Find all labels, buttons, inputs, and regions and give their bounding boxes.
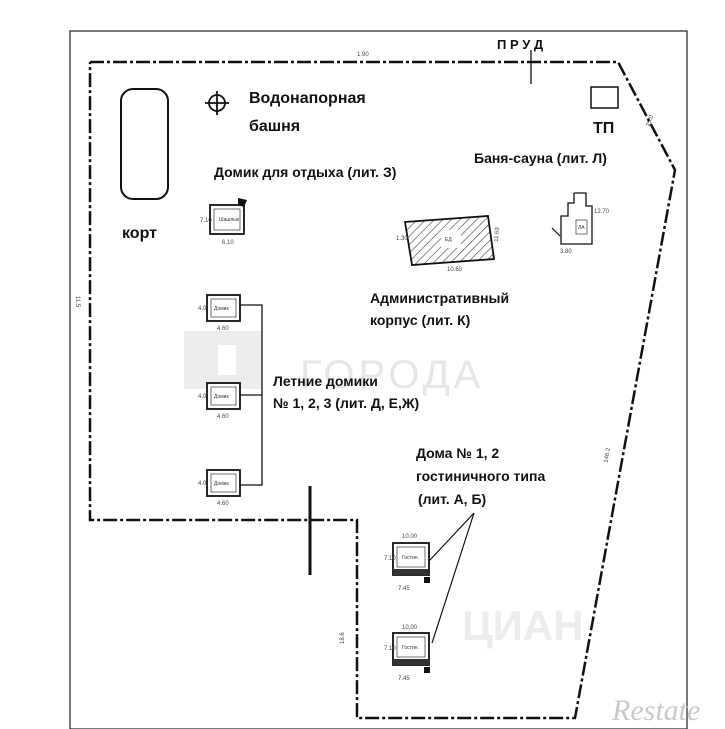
- rest-house-label: Домик для отдыха (лит. З): [214, 164, 396, 180]
- svg-text:Гостин.: Гостин.: [402, 555, 419, 561]
- water-tower-label-line2: башня: [249, 118, 300, 135]
- court-label: корт: [122, 225, 157, 242]
- pond-label: П Р У Д: [497, 37, 544, 52]
- svg-text:4.0: 4.0: [198, 306, 207, 312]
- tp-box: [590, 86, 619, 109]
- svg-text:ЛА: ЛА: [578, 225, 585, 231]
- hotel-label-line2: гостиничного типа: [416, 468, 545, 484]
- tp-label: ТП: [593, 120, 614, 137]
- svg-text:10.60: 10.60: [447, 267, 463, 273]
- svg-text:7.45: 7.45: [398, 676, 410, 682]
- drawing-frame: [69, 30, 688, 729]
- sauna-building: ЛА 3.80 12.70: [551, 192, 610, 255]
- svg-text:Домик: Домик: [214, 481, 229, 487]
- boundary-dim-top: 1.90: [357, 52, 369, 58]
- svg-text:7.10: 7.10: [384, 556, 396, 562]
- svg-text:Домик: Домик: [214, 306, 229, 312]
- boundary-dim-right: 146.2: [604, 447, 613, 463]
- svg-text:4.0: 4.0: [198, 481, 207, 487]
- svg-text:4.60: 4.60: [217, 501, 229, 507]
- hotel-label-line3: (лит. А, Б): [418, 491, 486, 507]
- svg-text:6.10: 6.10: [222, 240, 234, 246]
- rest-house-building: Шашлык 6.10 7.10: [200, 198, 247, 246]
- restate-watermark: Restate: [611, 694, 700, 727]
- site-boundary: [88, 60, 677, 720]
- svg-text:12.70: 12.70: [594, 209, 610, 215]
- boundary-dim-corner: 25.0: [646, 114, 656, 128]
- hotel-pointer-1: [429, 512, 475, 561]
- summer-house-3: Домик 4.60 4.0: [198, 469, 241, 507]
- svg-text:1.30: 1.30: [396, 236, 408, 242]
- summer-houses-label-line1: Летние домики: [273, 373, 378, 389]
- water-tower-label-line1: Водонапорная: [249, 90, 366, 107]
- hotel-pointer-2: [431, 512, 475, 644]
- court-outline: [120, 88, 169, 200]
- sauna-label: Баня-сауна (лит. Л): [474, 150, 607, 166]
- gorod-watermark: ГОРОДА: [184, 331, 484, 397]
- admin-label-line2: корпус (лит. К): [370, 312, 470, 328]
- water-tower-icon: [205, 91, 229, 115]
- cian-watermark: ЦИАН: [462, 602, 584, 649]
- hotel-house-1: Гостин. 10.00 7.45 7.10: [384, 534, 430, 592]
- svg-text:Шашлык: Шашлык: [219, 217, 240, 223]
- gorod-watermark-text: ГОРОДА: [300, 353, 484, 397]
- svg-text:7.10: 7.10: [384, 646, 396, 652]
- svg-text:4.60: 4.60: [217, 326, 229, 332]
- hotel-house-2: Гостин. 10.00 7.45 7.10: [384, 625, 430, 682]
- svg-text:4.60: 4.60: [217, 414, 229, 420]
- boundary-dim-left: 11.5: [74, 296, 80, 308]
- summer-houses-label-line2: № 1, 2, 3 (лит. Д, Е,Ж): [273, 395, 419, 411]
- summer-house-1: Домик 4.60 4.0: [198, 294, 241, 332]
- svg-text:11.69: 11.69: [494, 226, 501, 242]
- svg-text:Домик: Домик: [214, 394, 229, 400]
- svg-text:7.45: 7.45: [398, 586, 410, 592]
- summer-house-2: Домик 4.60 4.0: [198, 382, 241, 420]
- svg-text:10.00: 10.00: [402, 534, 418, 540]
- admin-label-line1: Административный: [370, 290, 509, 306]
- svg-text:Гостин.: Гостин.: [402, 645, 419, 651]
- boundary-dim-bottom: 18.6: [340, 632, 346, 644]
- svg-text:4.0: 4.0: [198, 394, 207, 400]
- admin-building: ЕД 10.60 11.69 1.30: [396, 215, 501, 273]
- svg-text:3.80: 3.80: [560, 249, 572, 255]
- svg-text:10.00: 10.00: [402, 625, 418, 631]
- svg-text:7.10: 7.10: [200, 218, 212, 224]
- hotel-label-line1: Дома № 1, 2: [416, 445, 499, 461]
- svg-text:ЕД: ЕД: [445, 237, 452, 243]
